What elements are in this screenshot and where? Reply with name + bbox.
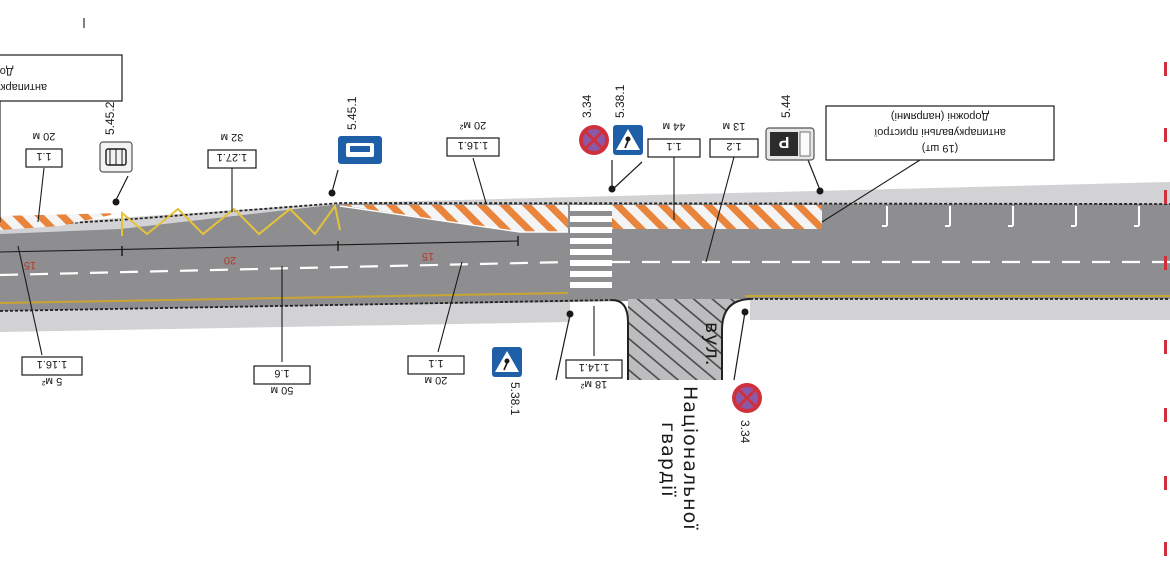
- centre-dashed-line: [0, 260, 569, 277]
- bus-stop-zigzag: [121, 203, 341, 236]
- edge-line-yellow: [0, 292, 569, 304]
- hatch-island-outline: [339, 205, 568, 233]
- pedestrian-crossing-sign-icon: [492, 347, 522, 377]
- callout-left: антипаркувальн Дорожні (: [0, 54, 123, 102]
- annotation-marking-1-1-bottom: 1.1 20 м: [407, 355, 465, 386]
- annotation-marking-1-16-1: 1.16.1 20 м²: [446, 119, 500, 157]
- sign-code: 5.45.1: [345, 96, 359, 130]
- callout-line: антипаркувальні пристрої: [874, 126, 1006, 138]
- no-stopping-sign-icon: [579, 125, 609, 155]
- sign-code: 5.38.1: [613, 84, 627, 118]
- sign-code: 5.38.1: [508, 382, 522, 416]
- sign-code: 3.34: [738, 420, 752, 444]
- dimension-line: [0, 236, 519, 256]
- hatch-island-left: [0, 213, 120, 230]
- marking-quantity: 18 м²: [580, 378, 607, 390]
- callout-right: (19 шт) антипаркувальні пристрої Дорожні…: [825, 105, 1055, 161]
- marking-code: 1.14.1: [579, 361, 610, 373]
- annotation-marking-1-6: 1.6 50 м: [253, 365, 311, 396]
- marking-code: 1.16.1: [458, 139, 489, 151]
- parking-sign-icon: P: [765, 127, 815, 161]
- marking-code: 1.1: [666, 140, 681, 152]
- side-street: [628, 299, 750, 380]
- callout-line: Дорожні (: [0, 65, 13, 77]
- dimension-value: 15: [422, 250, 434, 262]
- svg-text:P: P: [778, 133, 789, 150]
- dimension-value: 15: [24, 259, 36, 271]
- bus-stop-sign-icon: [99, 141, 133, 173]
- marking-quantity: 32 м: [221, 131, 244, 143]
- street-name: вул.: [701, 322, 723, 367]
- road-surface: [0, 204, 1170, 311]
- marking-quantity: 20 м²: [459, 119, 486, 131]
- leader-lines: [0, 18, 921, 362]
- annotation-marking-1-1-b: 1.1 44 м: [647, 120, 701, 158]
- annotation-marking-1-14-1: 1.14.1 18 м²: [565, 359, 623, 390]
- hatch-island-bus: [340, 205, 568, 232]
- marking-code: 1.16.1: [37, 358, 68, 370]
- side-street-curb-right: [721, 298, 751, 380]
- dimension-value: 20: [224, 254, 236, 266]
- marking-code: 1.2: [726, 140, 741, 152]
- callout-line: (19 шт): [922, 142, 958, 154]
- side-street-curb-left: [611, 299, 629, 380]
- marking-quantity: 13 м: [723, 120, 746, 132]
- hatch-island-crossing: [612, 205, 822, 229]
- annotation-marking-1-27-1: 1.27.1 32 м: [207, 131, 257, 169]
- sign-code: 5.44: [779, 94, 793, 118]
- no-stopping-sign-icon: [732, 383, 762, 413]
- annotation-marking-1-1: 1.1 20 м: [25, 130, 63, 168]
- sign-code: 3.34: [580, 94, 594, 118]
- annotation-marking-1-2: 1.2 13 м: [709, 120, 759, 158]
- marking-quantity: 20 м: [425, 374, 448, 386]
- pedestrian-crossing-sign-icon: [613, 125, 643, 155]
- sign-posts: [112, 159, 824, 381]
- bottom-curb-line: [0, 299, 613, 312]
- marking-code: 1.1: [36, 150, 51, 162]
- callout-line: Дорожні (напрямні): [891, 110, 989, 122]
- street-name: Національної: [679, 386, 701, 531]
- sign-code: 5.45.2: [103, 101, 117, 135]
- bottom-sidewalk-right: [750, 296, 1170, 320]
- bus-stop-sign-icon: [338, 136, 382, 164]
- marking-code: 1.6: [274, 367, 289, 379]
- marking-quantity: 20 м: [33, 130, 56, 142]
- marking-quantity: 44 м: [663, 120, 686, 132]
- street-name: гвардії: [657, 422, 679, 498]
- pedestrian-crossing: [570, 205, 612, 288]
- marking-code: 1.27.1: [217, 151, 248, 163]
- marking-quantity: 50 м: [271, 384, 294, 396]
- marking-quantity: 5 м²: [41, 375, 62, 387]
- annotation-marking-1-16-1-bottom: 1.16.1 5 м²: [21, 356, 83, 387]
- marking-code: 1.1: [428, 357, 443, 369]
- margin-ticks: [1164, 62, 1167, 556]
- callout-line: антипаркувальн: [0, 81, 47, 93]
- parking-bay-markers: [882, 206, 1140, 227]
